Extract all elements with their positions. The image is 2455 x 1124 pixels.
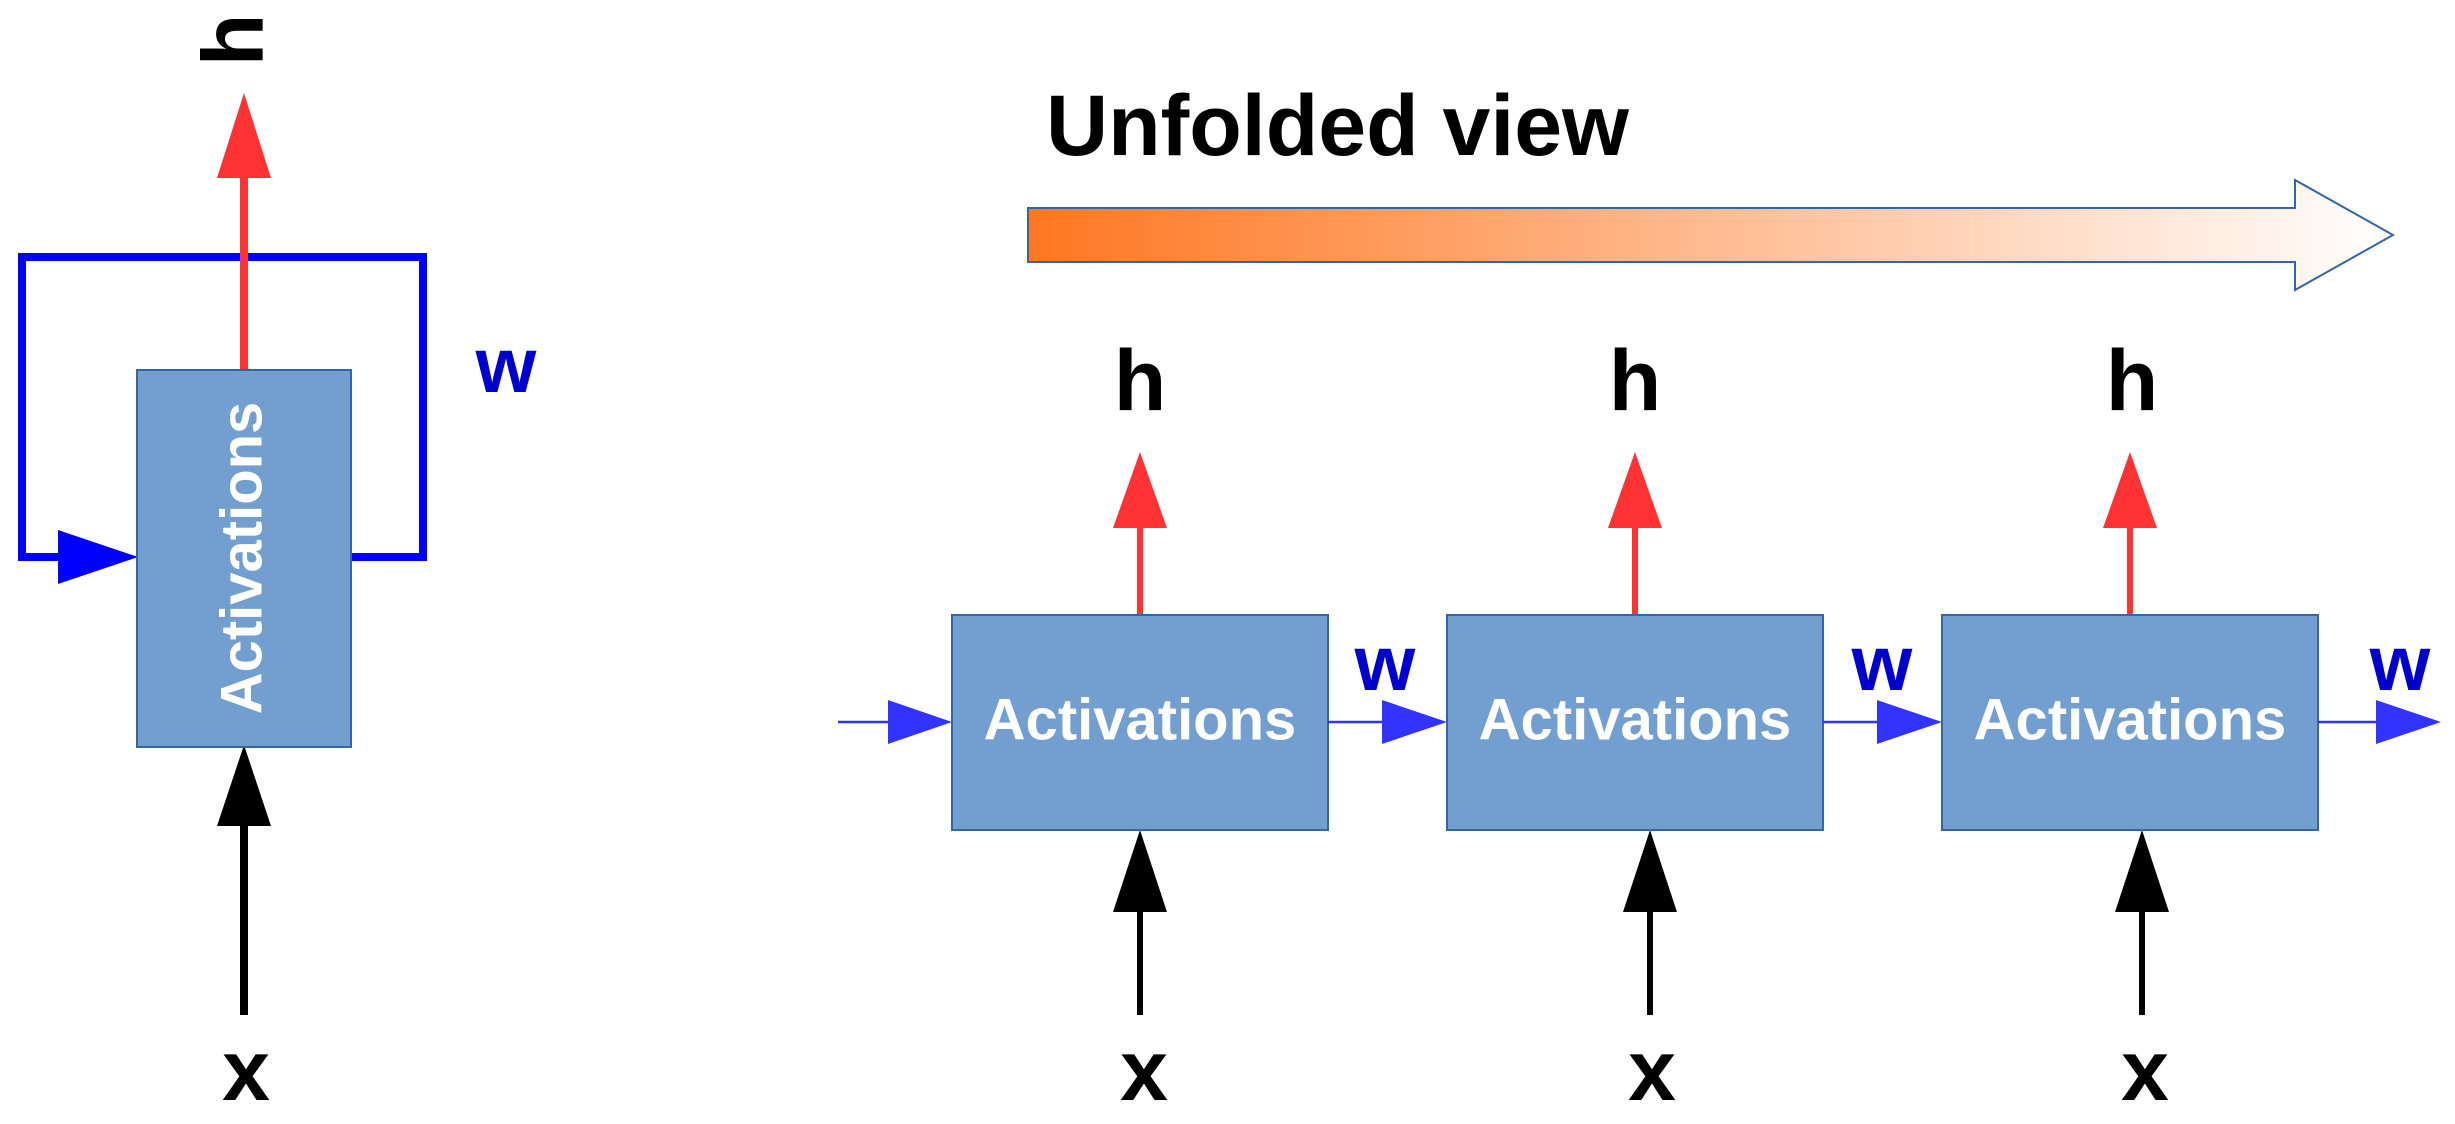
cell2-output-label: h xyxy=(1609,333,1662,429)
cell3-label: Activations xyxy=(1974,687,2287,752)
unfolded-cell-2: Activations h x xyxy=(1446,333,1824,1119)
chain-3-weight-label: w xyxy=(2369,619,2431,707)
cell3-input-label: x xyxy=(2121,1023,2169,1119)
cell2-output-arrowhead xyxy=(1608,452,1662,528)
cell1-output-arrowhead xyxy=(1113,452,1167,528)
folded-rnn: Activations h w x xyxy=(18,14,537,1119)
chain-arrow-1-2-head xyxy=(1382,700,1447,744)
folded-weight-label: w xyxy=(475,321,537,409)
cell1-label: Activations xyxy=(984,687,1297,752)
chain-arrow-out-head xyxy=(2376,700,2441,744)
cell2-input-label: x xyxy=(1628,1023,1676,1119)
cell3-output-label: h xyxy=(2106,333,2159,429)
unfolded-cell-1: Activations h x xyxy=(951,333,1329,1119)
chain-1-weight-label: w xyxy=(1354,619,1416,707)
cell1-input-label: x xyxy=(1120,1023,1168,1119)
chain-2-weight-label: w xyxy=(1851,619,1913,707)
cell3-output-arrowhead xyxy=(2103,452,2157,528)
folded-output-label: h xyxy=(186,14,282,67)
unfolded-rnn: Unfolded view Activations h x w xyxy=(838,78,2441,1119)
folded-input-arrowhead xyxy=(217,745,271,826)
cell2-input-arrowhead xyxy=(1623,830,1677,912)
cell3-input-arrowhead xyxy=(2115,830,2169,912)
recurrent-arrowhead xyxy=(58,530,138,584)
cell2-box xyxy=(1446,614,1824,831)
chain-arrow-2-3-head xyxy=(1877,700,1942,744)
cell2-label: Activations xyxy=(1479,687,1792,752)
recurrent-loop xyxy=(18,253,427,561)
folded-output-arrowhead xyxy=(217,93,271,178)
chain-arrow-in-head xyxy=(888,700,952,744)
cell1-output-label: h xyxy=(1114,333,1167,429)
time-direction-arrow xyxy=(1027,178,2396,292)
folded-input-label: x xyxy=(222,1023,270,1119)
cell1-input-arrowhead xyxy=(1113,830,1167,912)
unfolded-title: Unfolded view xyxy=(1046,78,1630,174)
folded-cell-label: Activations xyxy=(209,402,274,715)
unfolded-cell-3: Activations h x xyxy=(1941,333,2319,1119)
folded-activation-cell xyxy=(136,369,352,748)
